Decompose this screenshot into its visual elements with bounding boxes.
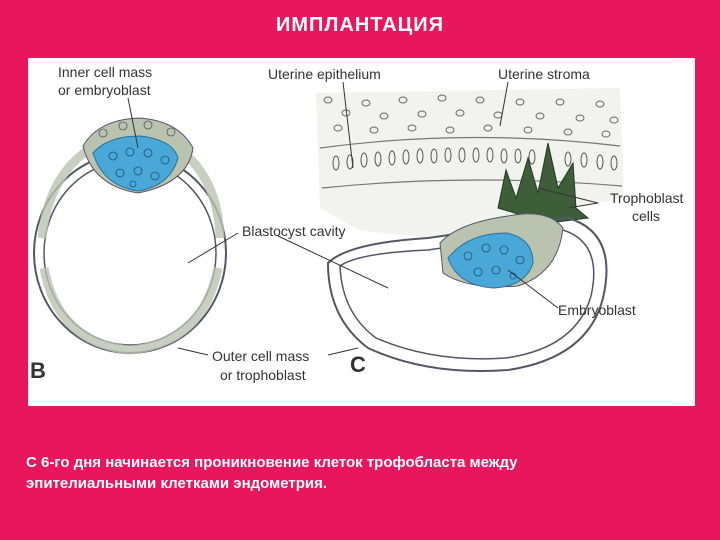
label-outer-cell-mass-line2: or trophoblast xyxy=(220,367,306,383)
implantation-diagram: Inner cell mass or embryoblast Uterine e… xyxy=(28,58,695,406)
label-trophoblast-cells: Trophoblast xyxy=(610,190,684,206)
blastocyst-b xyxy=(33,117,227,355)
slide-caption: С 6-го дня начинается проникновение клет… xyxy=(26,452,696,494)
label-uterine-epithelium: Uterine epithelium xyxy=(268,66,381,82)
caption-line-1: С 6-го дня начинается проникновение клет… xyxy=(26,454,518,471)
diagram-drawing xyxy=(33,81,624,373)
label-blastocyst-cavity: Blastocyst cavity xyxy=(242,223,346,239)
label-trophoblast-cells-line2: cells xyxy=(632,208,661,224)
leader-lines xyxy=(127,81,599,356)
panel-label-b: B xyxy=(30,358,46,383)
label-inner-cell-mass-line2: or embryoblast xyxy=(58,82,151,98)
blastocyst-c xyxy=(326,213,608,373)
panel-label-c: C xyxy=(350,352,366,377)
label-uterine-stroma: Uterine stroma xyxy=(498,66,590,82)
label-embryoblast: Embryoblast xyxy=(558,302,636,318)
label-inner-cell-mass: Inner cell mass xyxy=(58,64,153,80)
slide-title: ИМПЛАНТАЦИЯ xyxy=(275,14,445,36)
invading-trophoblast xyxy=(497,142,590,224)
caption-line-2: эпителиальными клетками эндометрия. xyxy=(26,475,328,492)
label-outer-cell-mass: Outer cell mass xyxy=(212,348,310,364)
